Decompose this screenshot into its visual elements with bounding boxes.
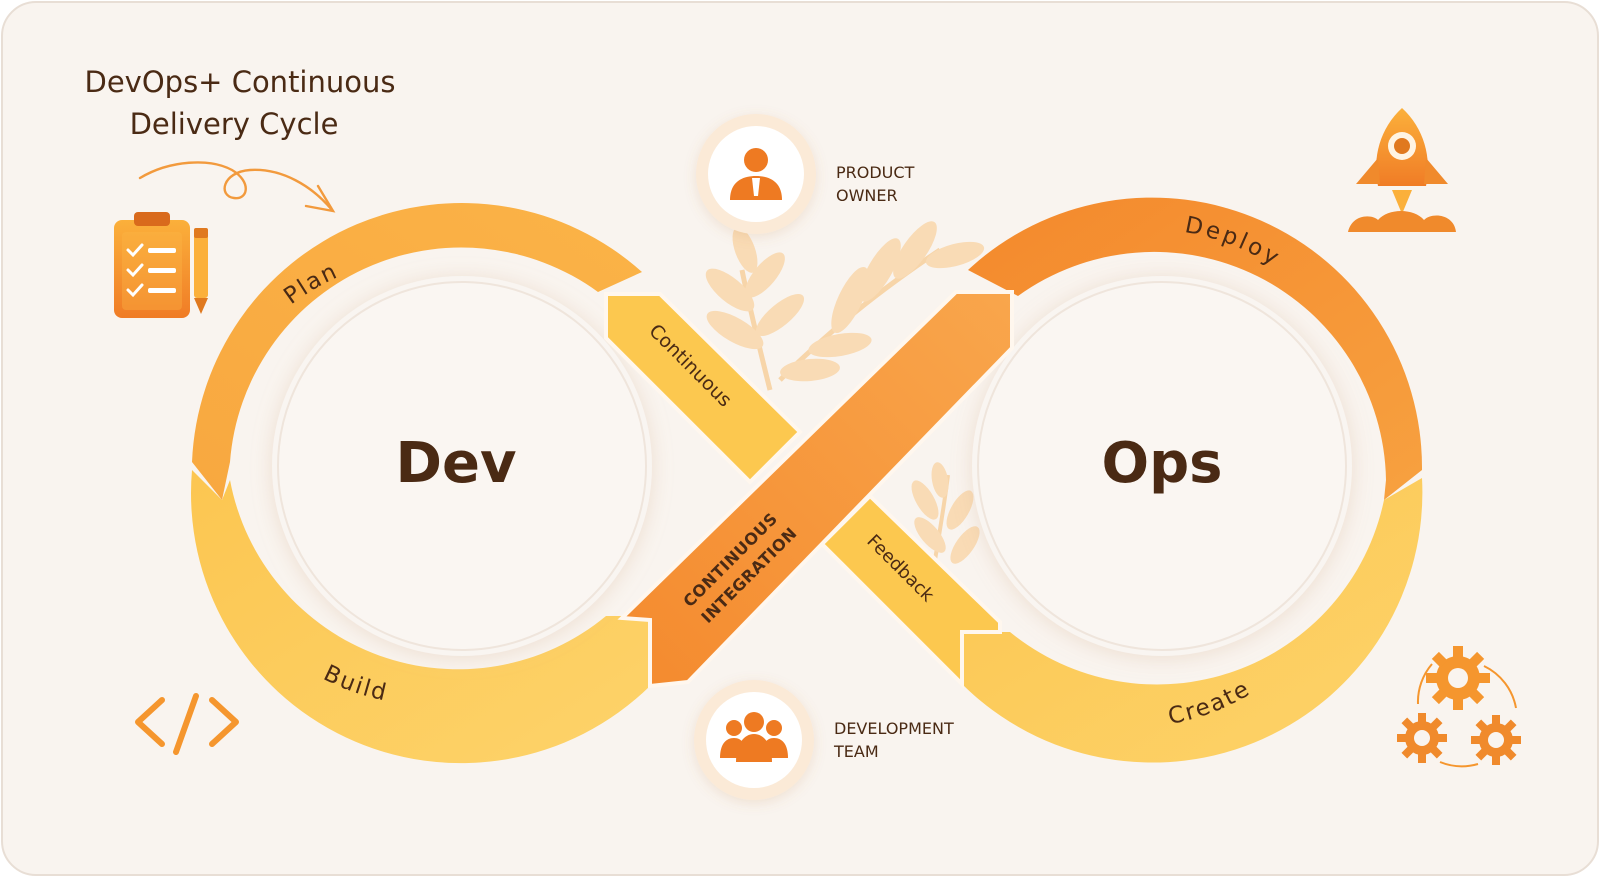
product-owner-line2: OWNER	[836, 186, 898, 205]
continuous-arrow	[606, 294, 800, 482]
title-line-1: DevOps+ Continuous	[85, 65, 396, 99]
gears-icon	[1397, 646, 1521, 768]
curly-arrow-icon	[138, 161, 336, 213]
dev-label: Dev	[396, 431, 517, 496]
product-owner-line1: PRODUCT	[836, 163, 915, 182]
ops-loop	[962, 197, 1423, 763]
person-icon	[730, 148, 782, 200]
product-owner-badge: PRODUCT OWNER	[696, 114, 915, 234]
build-segment	[191, 470, 650, 764]
ops-label: Ops	[1101, 431, 1222, 496]
development-team-badge: DEVELOPMENT TEAM	[694, 680, 954, 800]
clipboard-icon	[114, 212, 190, 318]
leaf-decoration	[705, 221, 985, 564]
create-segment	[962, 478, 1423, 763]
development-team-line2: TEAM	[833, 742, 879, 761]
continuous-integration-band	[622, 292, 1012, 686]
team-icon	[720, 712, 788, 762]
dev-loop	[191, 203, 652, 764]
code-icon	[135, 693, 239, 755]
rocket-icon	[1348, 108, 1456, 232]
plan-segment	[192, 203, 642, 500]
development-team-line1: DEVELOPMENT	[834, 719, 954, 738]
feedback-arrow	[822, 496, 1000, 684]
pencil-icon	[194, 228, 208, 314]
deploy-segment	[968, 197, 1423, 500]
title-line-2: Delivery Cycle	[130, 107, 339, 141]
